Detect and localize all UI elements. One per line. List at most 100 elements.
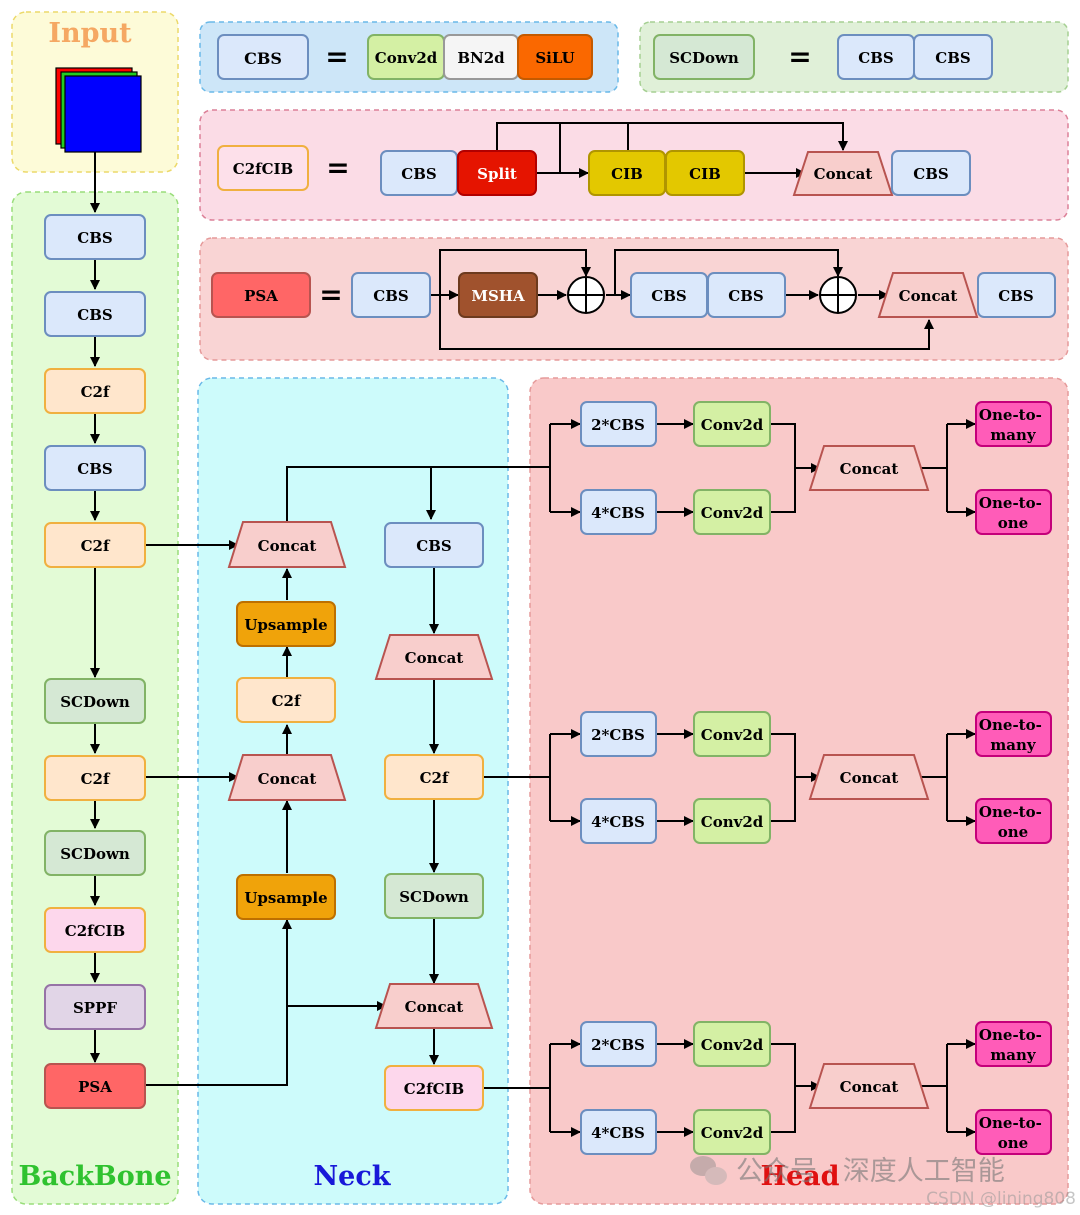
backbone-c2fcib-label: C2fCIB xyxy=(65,922,125,940)
cbs-equals: = xyxy=(325,40,348,73)
head-one-to-one-line2: one xyxy=(998,823,1028,841)
head-one-to-one-label: One-to- one xyxy=(979,1114,1047,1152)
backbone-cbs-3 xyxy=(44,445,146,491)
head-conv2d-node xyxy=(693,798,771,844)
c2fcib-concat-label: Concat xyxy=(814,165,873,183)
connectors xyxy=(90,122,976,1137)
backbone-cbs-1 xyxy=(44,214,146,260)
neck-c2fcib-right xyxy=(384,1065,484,1111)
head-2cbs-label: 2*CBS xyxy=(591,726,645,744)
head-4cbs-node xyxy=(580,798,657,844)
head-one-to-many-line2: many xyxy=(990,426,1036,444)
psa-equals: = xyxy=(319,278,342,311)
neck-concat-top-label: Concat xyxy=(258,537,317,555)
head-2cbs-label: 2*CBS xyxy=(591,1036,645,1054)
c2fcib-cbs2-node xyxy=(891,150,971,196)
psa-concat-label: Concat xyxy=(899,287,958,305)
cib2-label: CIB xyxy=(689,165,721,183)
head-one-to-many-label: One-to- many xyxy=(979,716,1047,754)
backbone-c2f-1-label: C2f xyxy=(81,383,111,401)
head-one-to-one-line1: One-to- xyxy=(979,803,1042,821)
psa-cbs3-node xyxy=(707,272,786,318)
head-one-to-one-node xyxy=(975,489,1052,535)
head-one-to-many-node xyxy=(975,711,1052,757)
head-conv2d-node xyxy=(693,1109,771,1155)
scdown-cbs2-node xyxy=(913,34,993,80)
head-4cbs-label: 4*CBS xyxy=(591,504,645,522)
msha-label: MSHA xyxy=(471,287,525,305)
head-conv2d-node xyxy=(693,401,771,447)
head-one-to-one-line1: One-to- xyxy=(979,494,1042,512)
neck-title: Neck xyxy=(313,1161,391,1192)
msha-node xyxy=(458,272,538,318)
c2fcib-equals: = xyxy=(326,151,349,184)
cib1-label: CIB xyxy=(611,165,643,183)
head-conv2d-label: Conv2d xyxy=(701,726,764,744)
head-row-1: 2*CBS 4*CBS Conv2d Conv2d Concat One-to-… xyxy=(580,401,1052,535)
head-4cbs-label: 4*CBS xyxy=(591,1124,645,1142)
input-image-icon xyxy=(55,67,142,153)
head-conv2d-label: Conv2d xyxy=(701,813,764,831)
scdown-cbs1-label: CBS xyxy=(858,49,893,67)
head-row-2: 2*CBS 4*CBS Conv2d Conv2d Concat One-to-… xyxy=(580,711,1052,844)
neck-concat-mid-label: Concat xyxy=(258,770,317,788)
scdown-legend-node xyxy=(653,34,755,80)
head-row-3: 2*CBS 4*CBS Conv2d Conv2d Concat One-to-… xyxy=(580,1021,1052,1155)
neck-upsample-bottom-label: Upsample xyxy=(244,889,327,907)
neck-c2f-left xyxy=(236,677,336,723)
head-4cbs-label: 4*CBS xyxy=(591,813,645,831)
backbone-cbs-1-label: CBS xyxy=(77,229,112,247)
backbone-cbs-3-label: CBS xyxy=(77,460,112,478)
neck-upsample-top-label: Upsample xyxy=(244,616,327,634)
backbone-c2fcib xyxy=(44,907,146,953)
head-one-to-many-line1: One-to- xyxy=(979,406,1042,424)
backbone-c2f-2-label: C2f xyxy=(81,537,111,555)
head-one-to-many-node xyxy=(975,1021,1052,1067)
psa-cbs2-label: CBS xyxy=(651,287,686,305)
head-2cbs-label: 2*CBS xyxy=(591,416,645,434)
backbone-psa xyxy=(44,1063,146,1109)
silu-label: SiLU xyxy=(535,49,574,67)
backbone-c2f-1 xyxy=(44,368,146,414)
head-conv2d-node xyxy=(693,489,771,535)
scdown-cbs2-label: CBS xyxy=(935,49,970,67)
head-2cbs-node xyxy=(580,711,657,757)
head-one-to-one-node xyxy=(975,1109,1052,1155)
cbs-legend-node xyxy=(217,34,309,80)
head-concat-label: Concat xyxy=(840,460,899,478)
head-one-to-many-line1: One-to- xyxy=(979,1026,1042,1044)
head-concat-node xyxy=(808,445,930,491)
scdown-legend-label: SCDown xyxy=(669,49,739,67)
head-conv2d-node xyxy=(693,1021,771,1067)
backbone-c2f-3 xyxy=(44,755,146,801)
head-conv2d-label: Conv2d xyxy=(701,416,764,434)
neck-cbs-right xyxy=(384,522,484,568)
split-node xyxy=(457,150,537,196)
bn2d-label: BN2d xyxy=(457,49,505,67)
watermark-line1: 公众号 · 深度人工智能 xyxy=(736,1156,1005,1187)
head-conv2d-node xyxy=(693,711,771,757)
wechat-icon xyxy=(690,1156,727,1185)
head-conv2d-label: Conv2d xyxy=(701,504,764,522)
c2fcib-legend-label: C2fCIB xyxy=(233,160,293,178)
psa-cbs4-node xyxy=(977,272,1056,318)
psa-cbs3-label: CBS xyxy=(728,287,763,305)
backbone-sppf-label: SPPF xyxy=(73,999,117,1017)
head-concat-label: Concat xyxy=(840,769,899,787)
neck-concat-right-1-label: Concat xyxy=(405,649,464,667)
psa-legend-node xyxy=(211,272,311,318)
backbone-scdown-2-label: SCDown xyxy=(60,845,130,863)
neck-upsample-bottom xyxy=(236,874,336,920)
c2fcib-concat-node xyxy=(792,151,894,196)
head-one-to-one-line2: one xyxy=(998,1134,1028,1152)
backbone-scdown-1-label: SCDown xyxy=(60,693,130,711)
neck-concat-right-2 xyxy=(374,983,494,1029)
head-region xyxy=(529,377,1069,1205)
head-concat-node xyxy=(808,754,930,800)
head-concat-node xyxy=(808,1063,930,1109)
add-op-icon-2 xyxy=(819,276,857,314)
head-4cbs-node xyxy=(580,1109,657,1155)
watermark-line2: CSDN @lining808 xyxy=(926,1189,1076,1209)
head-one-to-many-label: One-to- many xyxy=(979,1026,1047,1064)
head-2cbs-node xyxy=(580,1021,657,1067)
